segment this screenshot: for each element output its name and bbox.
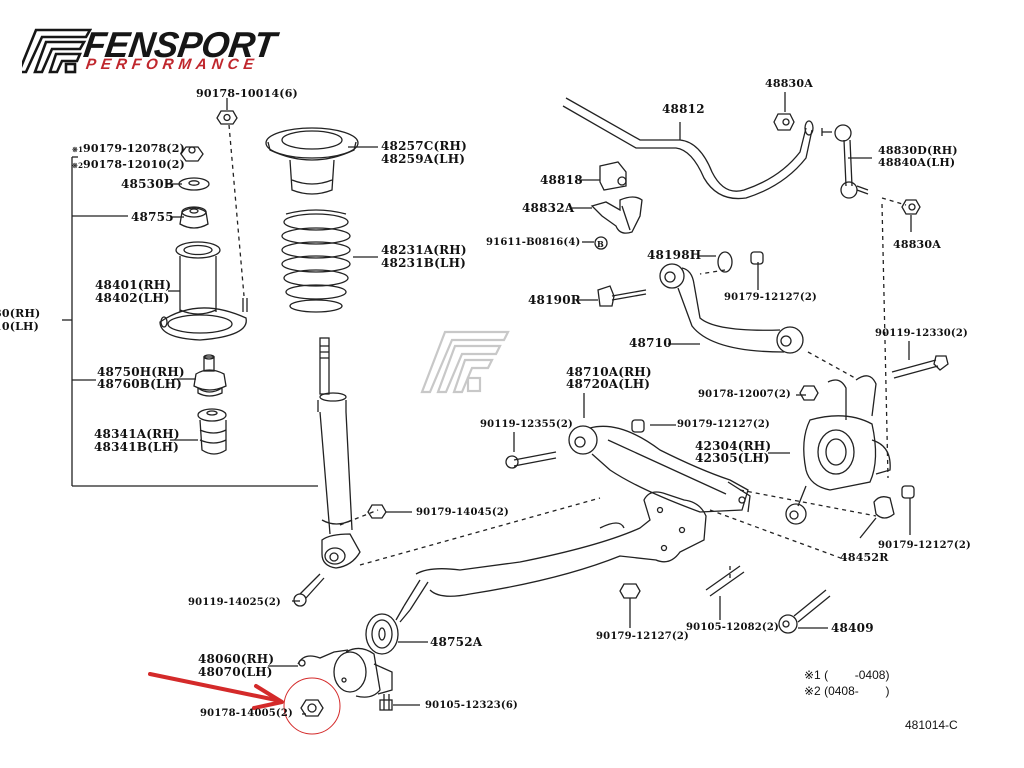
label-48830a-top: 48830A: [765, 77, 814, 90]
label-48720a-lh: 48720A(LH): [566, 377, 651, 391]
label-90178-12007: 90178-12007(2): [698, 389, 791, 400]
label-48231a-rh: 48231A(RH): [381, 243, 467, 257]
label-48070-lh: 48070(LH): [198, 665, 273, 679]
note-2: ※2 (0408- ): [804, 684, 889, 698]
label-48341b-lh: 48341B(LH): [94, 440, 180, 454]
fensport-logo-mark-icon: [22, 28, 92, 74]
note-2-text: (0408- ): [824, 684, 890, 698]
stabilizer-bracket-part: [590, 196, 643, 234]
label-90179-14045: 90179-14045(2): [416, 507, 509, 518]
note-mark-1: ※1: [72, 145, 84, 154]
label-48755: 48755: [131, 210, 174, 224]
label-48409: 48409: [831, 621, 874, 635]
label-48812: 48812: [662, 102, 705, 116]
trailing-arm-bracket-part: [297, 647, 393, 698]
bracket-lines: [62, 156, 318, 487]
label-48401-rh: 48401(RH): [95, 278, 172, 292]
label-90105-12082: 90105-12082(2): [686, 622, 779, 633]
label-90179-12127-top: 90179-12127(2): [724, 292, 817, 303]
label-48452r: 48452R: [840, 551, 889, 564]
label-90119-14025: 90119-14025(2): [188, 597, 281, 608]
note-2-mark: ※2: [804, 684, 821, 698]
label-48752a: 48752A: [430, 635, 483, 649]
label-90105-12323: 90105-12323(6): [425, 700, 518, 711]
nut-12078-part: [180, 146, 204, 162]
dashed-connectors: [228, 124, 907, 578]
label-cut-lh: 10(LH): [0, 320, 40, 333]
top-nut-part: [216, 110, 238, 125]
bolt-14025-part: [293, 573, 325, 607]
highlight-arrow-icon: [148, 672, 278, 702]
label-48818: 48818: [540, 173, 583, 187]
circle-b-marker: B: [597, 239, 604, 249]
label-48750h-rh: 48750H(RH): [97, 365, 185, 379]
note-1: ※1 ( -0408): [804, 668, 889, 682]
label-48832a: 48832A: [522, 201, 575, 215]
stabilizer-bushing-part: [599, 161, 627, 191]
trailing-arm-part: [395, 491, 707, 623]
diagram-code: 481014-C: [905, 718, 958, 732]
label-42305-lh: 42305(LH): [695, 451, 770, 465]
label-48257c-rh: 48257C(RH): [381, 139, 467, 153]
cam-bolt-part: [597, 285, 647, 307]
label-48060-rh: 48060(RH): [198, 652, 275, 666]
label-90179-12127-right: 90179-12127(2): [878, 540, 971, 551]
label-48231b-lh: 48231B(LH): [381, 256, 467, 270]
watermark-logo-icon: [420, 330, 510, 394]
note-mark-2: ※2: [72, 161, 84, 170]
label-48259a-lh: 48259A(LH): [381, 152, 466, 166]
stabilizer-link-part: [821, 124, 869, 199]
label-42304-rh: 42304(RH): [695, 439, 772, 453]
knuckle-part: [785, 375, 891, 525]
note-1-mark: ※1: [804, 668, 821, 682]
label-90179-12127-mid: 90179-12127(2): [677, 419, 770, 430]
insulator-part: [197, 408, 227, 455]
label-48830d-rh: 48830D(RH): [878, 144, 958, 157]
label-48530b: 48530B: [121, 177, 175, 191]
strut-mount-part: [159, 241, 248, 341]
label-91611-b0816: 91611-B0816(4): [486, 237, 581, 248]
label-48190r: 48190R: [528, 293, 581, 307]
highlight-circle: [283, 677, 341, 735]
label-90119-12355: 90119-12355(2): [480, 419, 573, 430]
upper-control-arm-part: [659, 263, 804, 354]
highlight-annotation: [148, 672, 341, 735]
label-48830a-right: 48830A: [893, 238, 942, 251]
label-90119-12330: 90119-12330(2): [875, 328, 968, 339]
leader-lines: [166, 92, 912, 715]
label-90178-10014: 90178-10014(6): [196, 87, 298, 100]
shock-absorber-part: [317, 337, 361, 569]
label-48840a-lh: 48840A(LH): [878, 156, 956, 169]
label-90178-12010: 90178-12010(2): [83, 158, 185, 171]
bushing-48752a-part: [365, 613, 399, 655]
label-cut-rh: 30(RH): [0, 307, 41, 320]
note-1-text: ( -0408): [824, 668, 890, 682]
label-90179-12078: 90179-12078(2): [83, 142, 185, 155]
label-48760b-lh: 48760B(LH): [97, 377, 183, 391]
bump-stop-part: [193, 354, 227, 397]
label-48402-lh: 48402(LH): [95, 291, 170, 305]
lower-arm-part: [568, 425, 751, 513]
label-90179-12127-bottom: 90179-12127(2): [596, 631, 689, 642]
stabilizer-bar-part: [562, 97, 814, 200]
label-90178-14005-highlighted: 90178-14005(2): [200, 708, 293, 719]
spring-seat-part: [265, 127, 359, 195]
label-48198h: 48198H: [647, 248, 702, 262]
label-48710a-rh: 48710A(RH): [566, 365, 652, 379]
label-48341a-rh: 48341A(RH): [94, 427, 180, 441]
coil-spring-part: [281, 209, 351, 313]
label-48710: 48710: [629, 336, 672, 350]
